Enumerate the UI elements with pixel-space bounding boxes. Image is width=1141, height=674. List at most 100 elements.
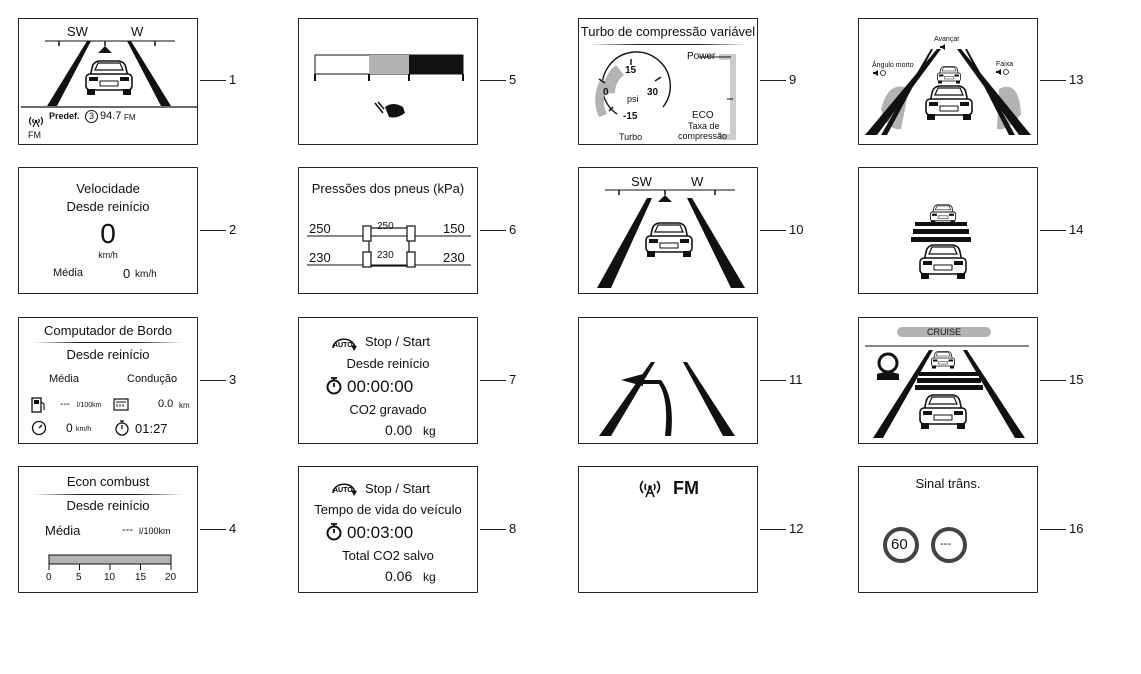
road-scene: [21, 40, 197, 108]
tire-center-front: 250: [377, 221, 394, 232]
traffic-signs: [883, 527, 967, 563]
econ-title: Econ combust: [66, 474, 150, 489]
callout-3: 3: [229, 372, 237, 387]
scale-tick: 0: [46, 572, 52, 583]
panel-fuel-bar: [298, 18, 478, 145]
panel-driver-assist: Avançar Ângulo morto Faixa: [858, 18, 1038, 145]
eco-label: ECO: [692, 110, 714, 121]
callout-11: 11: [789, 372, 803, 387]
avg-value: 0: [123, 266, 131, 281]
panel-tire-pressure: Pressões dos pneus (kPa) 250 150 230 230…: [298, 167, 478, 294]
tire-rear-left: 230: [309, 250, 331, 265]
callout-13: 13: [1069, 72, 1084, 87]
panel-radio: FM: [578, 466, 758, 593]
econ-avg-label: Média: [45, 523, 81, 538]
callout-line-12: [760, 529, 786, 530]
scale-tick: 5: [76, 572, 82, 583]
callout-9: 9: [789, 72, 797, 87]
panel-trip-computer: Computador de Bordo Desde reinício Média…: [18, 317, 198, 444]
callout-8: 8: [509, 521, 517, 536]
gauge-0: 0: [603, 87, 609, 98]
svg-text:AUTO: AUTO: [333, 487, 353, 494]
compass-sw: SW: [67, 24, 88, 39]
callout-5: 5: [509, 72, 517, 87]
tire-front-right: 150: [443, 221, 465, 236]
trip-title: Computador de Bordo: [44, 323, 172, 338]
gauge-30: 30: [647, 87, 659, 98]
road-scene-compass: [597, 189, 745, 288]
radio-frequency: 94.7: [100, 110, 122, 122]
scale-tick: 15: [135, 572, 147, 583]
stop-start-timer: 00:00:00: [347, 377, 414, 396]
col-drive: Condução: [127, 373, 178, 385]
co2-value: 0.00: [385, 422, 413, 438]
fuel-value: ---: [60, 399, 70, 410]
gauge-minus15: -15: [623, 111, 638, 122]
callout-16: 16: [1069, 521, 1084, 536]
econ-scale-bar: [48, 554, 172, 570]
compass-sw: SW: [631, 174, 652, 189]
compass-w: W: [131, 24, 144, 39]
bar-gauge: [314, 54, 464, 81]
radio-band: FM: [124, 113, 136, 122]
blind-spot-label: Ângulo morto: [872, 62, 914, 69]
panel-traffic-sign: Sinal trâns. 60 ---: [858, 466, 1038, 593]
radio-band: FM: [673, 478, 699, 498]
unknown-sign: ---: [940, 538, 951, 550]
econ-subtitle: Desde reinício: [66, 498, 150, 513]
tire-diagram: [307, 225, 471, 268]
speed-title: Velocidade: [76, 181, 140, 196]
col-average: Média: [49, 373, 79, 385]
drive-time: 01:27: [135, 421, 168, 436]
speed-unit: km/h: [76, 426, 92, 433]
callout-line-3: [200, 380, 226, 381]
callout-line-9: [760, 80, 786, 81]
callout-line-7: [480, 380, 506, 381]
callout-7: 7: [509, 372, 517, 387]
callout-line-4: [200, 529, 226, 530]
panel-compass-radio: SW W FM Predef. 3 94.7 FM: [18, 18, 198, 145]
callout-2: 2: [229, 222, 237, 237]
callout-line-1: [200, 80, 226, 81]
panel-cruise: CRUISE: [858, 317, 1038, 444]
callout-10: 10: [789, 222, 804, 237]
gauge-15: 15: [625, 65, 637, 76]
turbo-gauge: [595, 51, 736, 140]
speed-unit: km/h: [98, 250, 118, 260]
callout-1: 1: [229, 72, 237, 87]
turn-arrow-scene: [599, 362, 735, 436]
callout-15: 15: [1069, 372, 1084, 387]
callout-line-2: [200, 230, 226, 231]
panel-fuel-economy: Econ combust Desde reinício Média --- l/…: [18, 466, 198, 593]
avg-unit: km/h: [135, 269, 157, 280]
stop-start-timer: 00:03:00: [347, 523, 414, 542]
ratio-label-1: Taxa de: [688, 121, 720, 131]
callout-12: 12: [789, 521, 804, 536]
econ-avg-value: ---: [122, 524, 133, 536]
panel-speed: Velocidade Desde reinício 0 km/h Média 0…: [18, 167, 198, 294]
cruise-badge: CRUISE: [897, 327, 991, 337]
trip-subtitle: Desde reinício: [66, 347, 150, 362]
stop-start-subtitle: Tempo de vida do veículo: [314, 502, 462, 517]
advance-label: Avançar: [934, 36, 960, 43]
callout-line-13: [1040, 80, 1066, 81]
co2-unit: kg: [423, 570, 436, 584]
title-divider: [33, 342, 183, 343]
avg-label: Média: [53, 267, 83, 279]
compass-w: W: [691, 174, 704, 189]
tire-center-rear: 230: [377, 250, 394, 261]
preset-label: Predef.: [49, 111, 80, 121]
callout-line-16: [1040, 529, 1066, 530]
turbo-title: Turbo de compressão variável: [580, 24, 756, 39]
speed-subtitle: Desde reinício: [66, 199, 150, 214]
co2-unit: kg: [423, 424, 436, 438]
speed-value: 0: [66, 421, 73, 435]
co2-label: CO2 gravado: [349, 402, 427, 417]
stop-start-title: Stop / Start: [365, 481, 431, 496]
callout-line-14: [1040, 230, 1066, 231]
scale-tick: 20: [165, 572, 177, 583]
panel-navigation: [578, 317, 758, 444]
panel-compass: SW W: [578, 167, 758, 294]
distance-scene: [911, 204, 971, 280]
callout-line-15: [1040, 380, 1066, 381]
